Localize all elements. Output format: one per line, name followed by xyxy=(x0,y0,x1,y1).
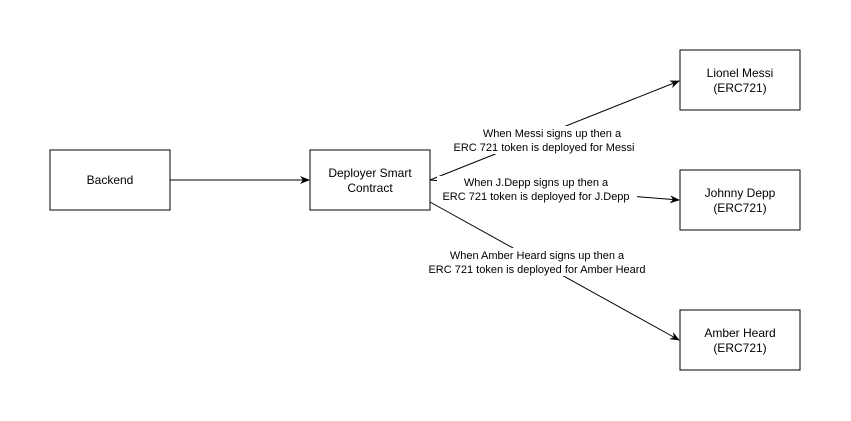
node-deployer-label-line-1: Deployer Smart xyxy=(328,166,412,180)
node-lionel-messi: Lionel Messi (ERC721) xyxy=(679,49,801,111)
edge-label-messi-line-1: When Messi signs up then a xyxy=(483,128,622,140)
node-johnny-depp: Johnny Depp (ERC721) xyxy=(679,169,801,231)
edge-label-messi-line-2: ERC 721 token is deployed for Messi xyxy=(454,142,635,154)
node-backend-label: Backend xyxy=(87,173,134,187)
edge-label-messi: When Messi signs up then a ERC 721 token… xyxy=(443,126,643,154)
edge-label-heard-line-1: When Amber Heard signs up then a xyxy=(450,250,625,262)
node-heard-label-line-2: (ERC721) xyxy=(713,341,766,355)
node-deployer-label-line-2: Contract xyxy=(347,181,393,195)
node-messi-label-line-1: Lionel Messi xyxy=(707,66,774,80)
node-heard-label-line-1: Amber Heard xyxy=(704,326,775,340)
edge-label-depp-line-2: ERC 721 token is deployed for J.Depp xyxy=(442,191,629,203)
edge-label-depp-line-1: When J.Depp signs up then a xyxy=(464,177,609,189)
node-backend: Backend xyxy=(49,149,171,211)
edge-label-depp: When J.Depp signs up then a ERC 721 toke… xyxy=(437,176,637,204)
node-depp-label-line-2: (ERC721) xyxy=(713,201,766,215)
edge-label-heard-line-2: ERC 721 token is deployed for Amber Hear… xyxy=(428,264,645,276)
node-messi-label-line-2: (ERC721) xyxy=(713,81,766,95)
edge-label-heard: When Amber Heard signs up then a ERC 721… xyxy=(424,248,650,276)
node-amber-heard: Amber Heard (ERC721) xyxy=(679,309,801,371)
node-deployer-smart-contract: Deployer Smart Contract xyxy=(309,149,431,211)
node-depp-label-line-1: Johnny Depp xyxy=(705,186,776,200)
